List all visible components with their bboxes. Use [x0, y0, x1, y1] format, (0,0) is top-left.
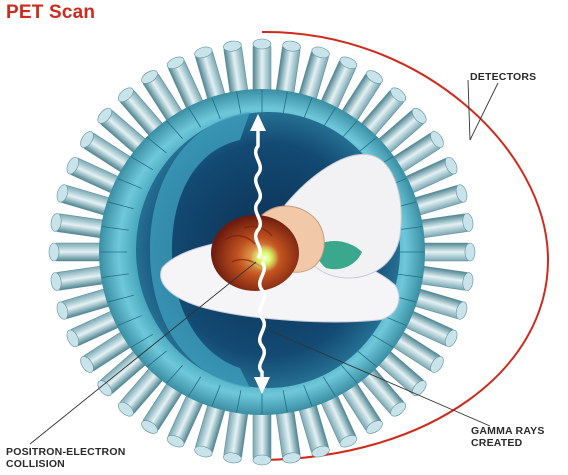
label-gamma-line2: CREATED [471, 437, 545, 449]
label-detectors-text: DETECTORS [470, 71, 536, 83]
label-positron-line1: POSITRON-ELECTRON [6, 446, 126, 458]
label-positron-line2: COLLISION [6, 458, 126, 470]
label-detectors: DETECTORS [470, 71, 536, 83]
page-title: PET Scan [6, 2, 95, 24]
label-gamma-rays: GAMMA RAYS CREATED [471, 425, 545, 449]
label-positron-collision: POSITRON-ELECTRON COLLISION [6, 446, 126, 470]
label-gamma-line1: GAMMA RAYS [471, 425, 545, 437]
